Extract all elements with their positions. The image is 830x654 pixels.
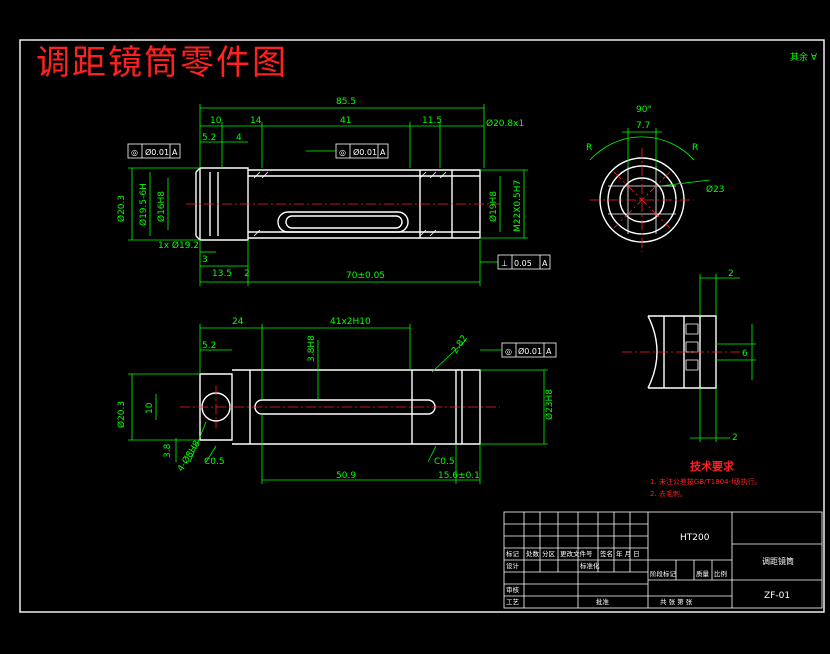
end-view: 90° 7.7 Ø23 R R <box>586 105 725 252</box>
dim-dia-20-3-bottom: Ø20.3 <box>116 401 127 428</box>
roughness-note: 其余 ∀ <box>790 51 818 63</box>
svg-text:批准: 批准 <box>596 597 610 606</box>
dim-10: 10 <box>210 116 222 126</box>
tolerance-frame-left: ◎ Ø0.01 A <box>127 143 181 159</box>
dim-14: 14 <box>250 116 262 126</box>
svg-text:A: A <box>172 148 178 157</box>
dim-c05-right: C0.5 <box>434 457 455 467</box>
dim-24: 24 <box>232 317 244 327</box>
svg-text:共 张 第 张: 共 张 第 张 <box>660 597 693 606</box>
svg-text:0.05: 0.05 <box>514 259 532 268</box>
svg-text:◎: ◎ <box>339 148 346 157</box>
dim-2-bottom: 2 <box>732 433 738 443</box>
dim-thread: Ø19.5-6H <box>138 183 149 226</box>
tolerance-frame-perpendicular: ⊥ 0.05 A <box>497 254 551 270</box>
dim-dia-19: Ø19H8 <box>488 191 499 222</box>
dim-dia-23-h8: Ø23H8 <box>544 389 555 420</box>
side-view: 2 6 2 <box>622 269 756 443</box>
svg-text:处数: 处数 <box>526 549 540 558</box>
drawing-title: 调距镜筒零件图 <box>36 43 288 83</box>
dim-radius-left: R <box>586 143 592 153</box>
svg-text:比例: 比例 <box>714 569 727 578</box>
technical-requirements: 技术要求 1. 未注公差按GB/T1804-f级执行。 2. 去毛刺。 <box>650 459 762 498</box>
dim-2-top: 2 <box>728 269 734 279</box>
dim-5-2-bottom: 5.2 <box>202 341 216 351</box>
notes-heading: 技术要求 <box>690 459 735 473</box>
dim-7-7: 7.7 <box>636 121 650 131</box>
dim-4: 4 <box>236 133 242 143</box>
title-block: HT200 调距镜筒 ZF-01 标记 处数 分区 更改文件号 签名 年 月 日… <box>503 511 823 609</box>
svg-text:阶段标记: 阶段标记 <box>650 569 677 578</box>
dim-slot: 41x2H10 <box>330 317 371 327</box>
svg-text:更改文件号: 更改文件号 <box>560 549 593 558</box>
tolerance-frame-bottom: ◎ Ø0.01 A <box>480 342 557 358</box>
svg-text:签名: 签名 <box>600 549 613 558</box>
svg-text:标准化: 标准化 <box>580 561 600 570</box>
dim-angle-90: 90° <box>636 105 652 115</box>
dim-overall-length: 85.5 <box>336 97 356 107</box>
svg-text:Ø0.01: Ø0.01 <box>353 147 377 157</box>
dim-2: 2 <box>244 269 250 279</box>
svg-text:A: A <box>380 148 386 157</box>
svg-text:设计: 设计 <box>506 561 520 570</box>
dim-11-5: 11.5 <box>422 116 442 126</box>
svg-text:Ø0.01: Ø0.01 <box>145 147 169 157</box>
part-name: 调距镜筒 <box>762 556 794 566</box>
svg-text:Ø0.01: Ø0.01 <box>518 346 542 356</box>
svg-text:质量: 质量 <box>696 569 710 578</box>
svg-text:审核: 审核 <box>506 585 520 594</box>
dim-dia-20-3: Ø20.3 <box>116 195 127 222</box>
material-label: HT200 <box>680 533 710 543</box>
dim-6: 6 <box>742 349 748 359</box>
dim-15-6: 15.6±0.1 <box>438 471 480 481</box>
dim-3-8-h8: 3.8H8 <box>307 335 317 362</box>
tolerance-frame-middle: ◎ Ø0.01 A <box>306 143 389 159</box>
svg-text:分区: 分区 <box>542 549 556 558</box>
bottom-view: 24 41x2H10 5.2 3.8H8 2.82 Ø20.3 10 3.8 4… <box>116 317 557 484</box>
svg-text:A: A <box>546 347 552 356</box>
drawing-border <box>19 39 825 613</box>
front-view: 85.5 10 14 41 11.5 Ø20.8x1 5.2 4 Ø20.3 Ø… <box>116 97 551 286</box>
svg-text:◎: ◎ <box>131 148 138 157</box>
dim-c05-left: C0.5 <box>204 457 225 467</box>
dim-10-bottom: 10 <box>145 402 155 414</box>
dim-5-2: 5.2 <box>202 133 216 143</box>
svg-text:标记: 标记 <box>506 549 520 558</box>
svg-text:◎: ◎ <box>505 347 512 356</box>
notes-line-2: 2. 去毛刺。 <box>650 489 687 498</box>
dim-radius-right: R <box>692 143 698 153</box>
dim-chamfer-1x: 1x Ø19.2 <box>158 240 199 251</box>
dim-41: 41 <box>340 116 351 126</box>
drawing-number: ZF-01 <box>764 591 790 601</box>
svg-text:工艺: 工艺 <box>506 598 520 606</box>
dim-chamfer: Ø20.8x1 <box>486 118 524 129</box>
dim-50-9: 50.9 <box>336 471 356 481</box>
dim-13-5: 13.5 <box>212 269 232 279</box>
dim-m22: M22X0.5H7 <box>513 180 523 232</box>
svg-text:年 月 日: 年 月 日 <box>616 549 640 558</box>
svg-text:A: A <box>542 259 548 268</box>
dim-3: 3 <box>202 255 208 265</box>
notes-line-1: 1. 未注公差按GB/T1804-f级执行。 <box>650 477 762 486</box>
dim-dia-23: Ø23 <box>706 184 725 195</box>
dim-3-8: 3.8 <box>163 443 173 458</box>
svg-text:⊥: ⊥ <box>501 259 508 268</box>
dim-2-82: 2.82 <box>450 334 470 356</box>
dim-hole: 4-Ø8H8 <box>175 438 203 473</box>
dim-dia-16: Ø16H8 <box>156 191 167 222</box>
dim-70: 70±0.05 <box>346 271 385 281</box>
